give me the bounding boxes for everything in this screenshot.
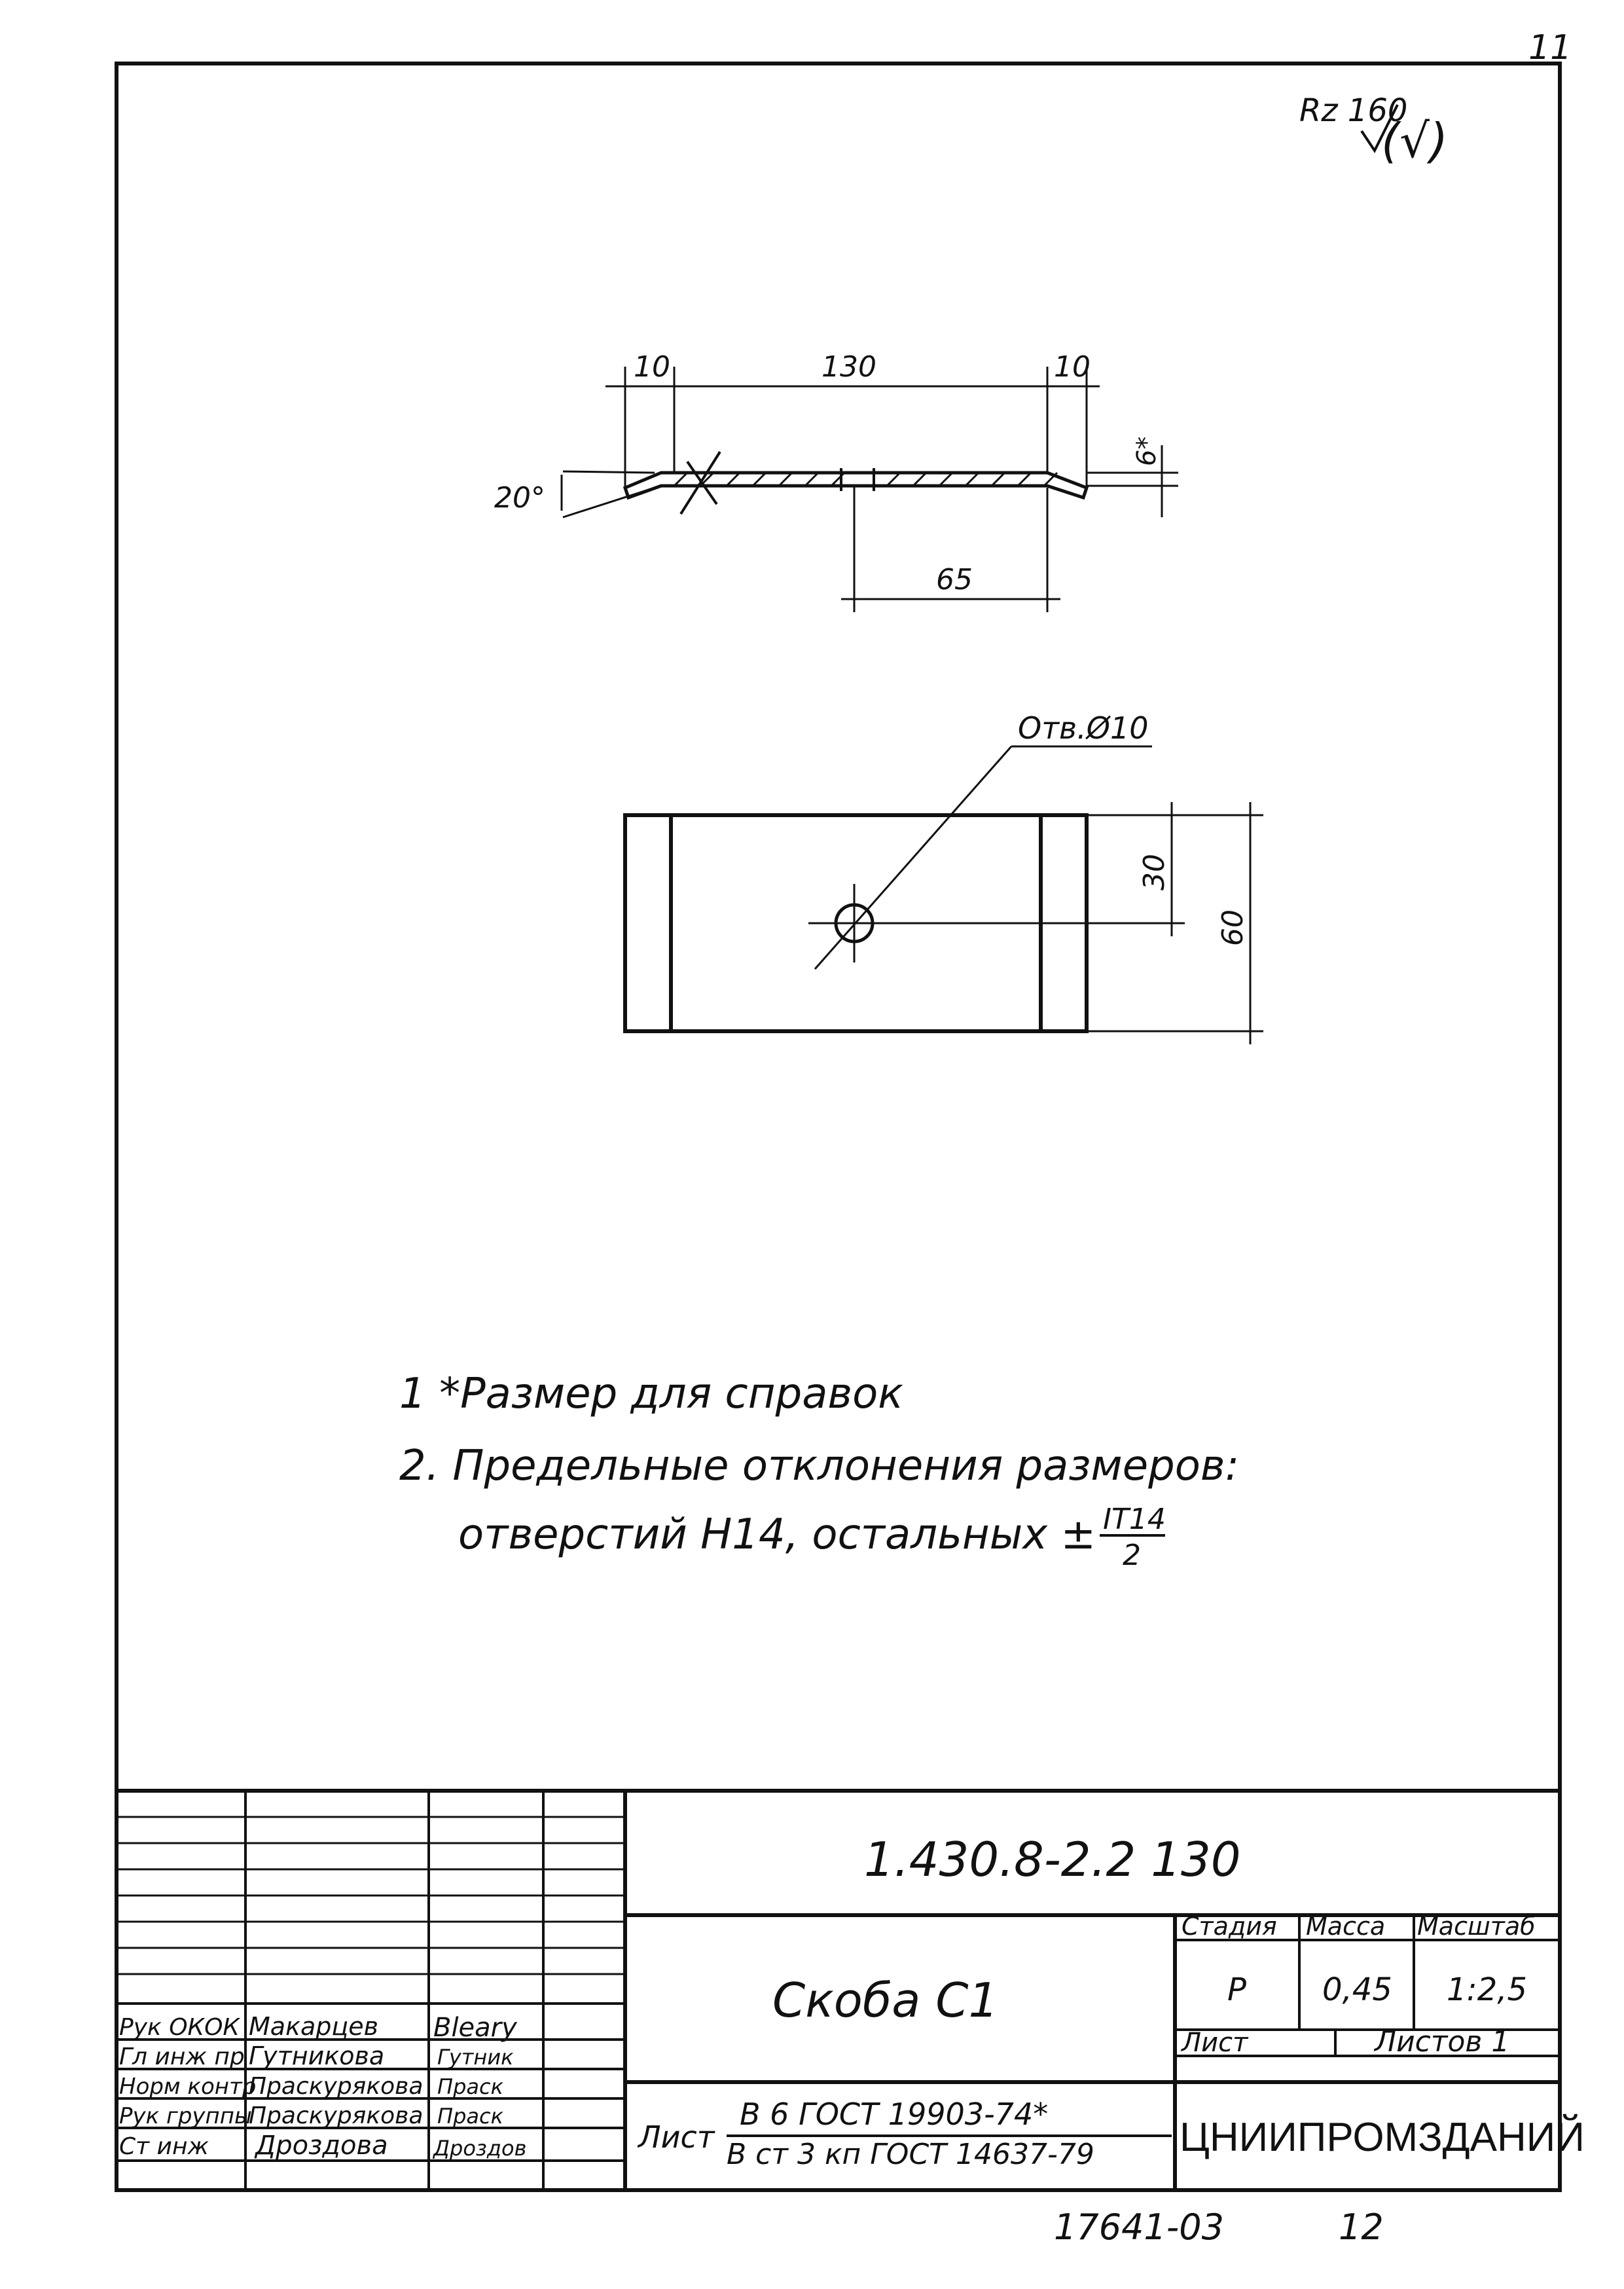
dim-width: 60 [1216,909,1250,946]
staff-signature: Праск [437,2074,504,2099]
staff-signature: Bleary [433,2013,518,2043]
staff-name: Дроздова [254,2131,388,2161]
material-prefix: Лист [637,2119,715,2155]
page-number: 11 [1528,28,1572,67]
plan-view: Отв.Ø10 30 60 [623,710,1263,1044]
stage-value: Р [1227,1971,1246,2008]
stage-label: Стадия [1182,1912,1277,1941]
notes: 1 *Размер для справок 2. Предельные откл… [399,1370,1239,1572]
staff-role: Норм контр [119,2074,256,2100]
staff-signature: Дроздов [432,2136,526,2161]
sheet-label: Лист [1180,2028,1249,2058]
footer-page: 12 [1339,2207,1384,2248]
staff-signature: Праск [437,2104,504,2129]
sheets-label: Листов 1 [1373,2025,1509,2059]
roughness-mark: Rz 160 (√) [1299,92,1448,168]
staff-name: Праскурякова [249,2102,423,2129]
dim-half-width: 30 [1138,854,1171,890]
note-3-denominator: 2 [1123,1539,1141,1572]
roughness-suffix: (√) [1381,113,1448,168]
staff-name: Гутникова [249,2042,384,2070]
mass-label: Масса [1306,1912,1385,1941]
part-name: Скоба С1 [772,1973,998,2028]
scale-label: Масштаб [1417,1912,1536,1941]
dim-hole-offset: 65 [936,563,973,596]
staff-signature: Гутник [437,2045,514,2070]
note-2: 2. Предельные отклонения размеров: [399,1442,1239,1490]
note-1: 1 *Размер для справок [399,1370,903,1418]
staff-role: Гл инж пр [119,2043,245,2070]
scale-value: 1:2,5 [1447,1971,1527,2008]
dim-left-edge: 10 [634,350,670,384]
side-view: 10 130 10 6* 20° 65 [494,350,1178,612]
note-3: отверстий H14, остальных ± [458,1511,1096,1559]
dim-length: 130 [821,350,876,384]
staff-role: Рук ОКОК [119,2014,240,2041]
material-bottom: В ст 3 кп ГОСТ 14637-79 [727,2138,1094,2171]
title-block: 1.430.8-2.2 130 Скоба С1 Стадия Масса Ма… [117,1789,1585,2190]
note-3-numerator: IT14 [1103,1503,1166,1536]
dim-right-edge: 10 [1054,350,1091,384]
section-hatching [673,471,1058,487]
document-code: 1.430.8-2.2 130 [864,1832,1241,1887]
dim-thickness: 6* [1132,437,1162,466]
archive-number: 17641-03 [1054,2207,1224,2248]
organization: ЦНИИПРОМЗДАНИЙ [1180,2114,1585,2160]
staff-name: Макарцев [249,2012,378,2041]
staff-name: Праскурякова [249,2073,423,2100]
material-top: В 6 ГОСТ 19903-74* [740,2097,1048,2132]
hole-callout: Отв.Ø10 [1018,710,1148,746]
drawing-frame [115,62,1562,2192]
staff-role: Рук группы [119,2103,252,2129]
dim-angle: 20° [494,481,545,515]
staff-role: Ст инж [119,2133,209,2160]
mass-value: 0,45 [1322,1971,1392,2008]
